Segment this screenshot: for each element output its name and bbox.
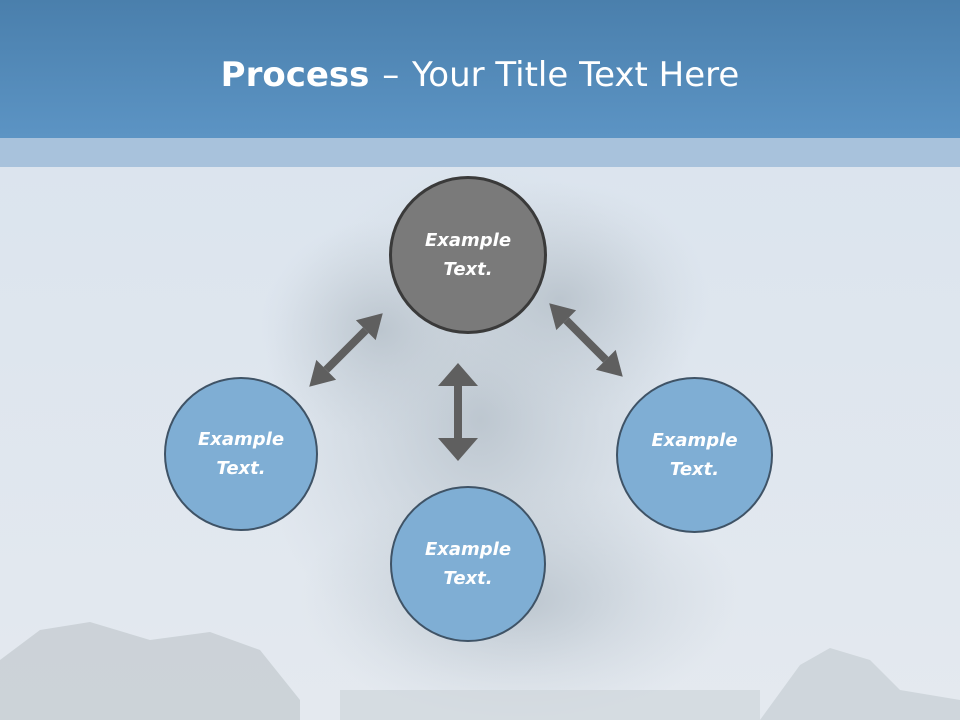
process-node-left[interactable]: Example Text. bbox=[164, 377, 318, 531]
slide-title: Process – Your Title Text Here bbox=[0, 52, 960, 98]
title-text: Your Title Text Here bbox=[412, 55, 740, 95]
title-separator: – bbox=[382, 55, 400, 95]
title-bold-part: Process bbox=[220, 55, 370, 95]
node-label: Example Text. bbox=[424, 539, 512, 589]
node-label: Example Text. bbox=[197, 429, 285, 479]
title-bar bbox=[0, 0, 960, 138]
double-arrow-top-left bbox=[309, 313, 383, 387]
node-label: Example Text. bbox=[424, 230, 512, 280]
process-node-bottom[interactable]: Example Text. bbox=[390, 486, 546, 642]
double-arrow-top-right bbox=[549, 303, 623, 377]
node-label: Example Text. bbox=[651, 430, 738, 480]
title-underband bbox=[0, 138, 960, 167]
process-node-top[interactable]: Example Text. bbox=[389, 176, 547, 334]
double-arrow-vertical bbox=[438, 363, 478, 461]
process-node-right[interactable]: Example Text. bbox=[616, 377, 773, 533]
